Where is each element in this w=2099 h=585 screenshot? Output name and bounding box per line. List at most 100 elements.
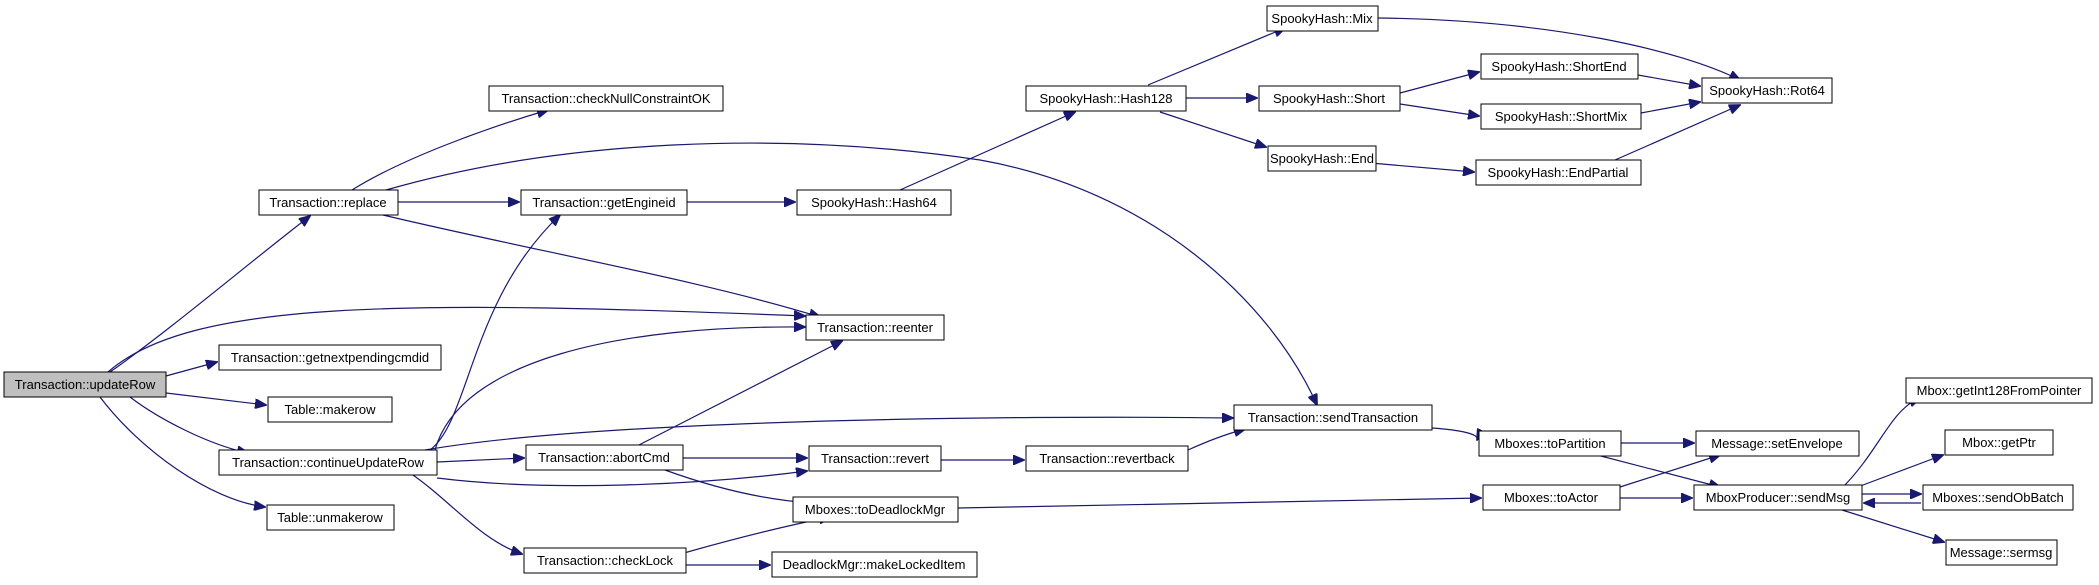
node-rot64[interactable]: SpookyHash::Rot64 <box>1701 77 1833 104</box>
edge-short-shortend <box>1399 72 1479 94</box>
svg-text:Transaction::checkNullConstrai: Transaction::checkNullConstraintOK <box>501 91 710 106</box>
node-replace[interactable]: Transaction::replace <box>258 189 399 216</box>
node-checklock[interactable]: Transaction::checkLock <box>523 547 687 574</box>
node-shortend[interactable]: SpookyHash::ShortEnd <box>1480 53 1639 80</box>
edge-sendmsg-getptr <box>1854 455 1943 489</box>
svg-text:SpookyHash::Rot64: SpookyHash::Rot64 <box>1709 83 1825 98</box>
edge-updaterow-getnextpending <box>165 362 217 377</box>
svg-text:SpookyHash::ShortEnd: SpookyHash::ShortEnd <box>1491 59 1626 74</box>
node-getnextpendingcmdid[interactable]: Transaction::getnextpendingcmdid <box>218 344 442 371</box>
node-checknullconstraintok[interactable]: Transaction::checkNullConstraintOK <box>488 85 724 112</box>
svg-text:SpookyHash::End: SpookyHash::End <box>1270 151 1374 166</box>
svg-text:Transaction::abortCmd: Transaction::abortCmd <box>538 450 670 465</box>
edge-updaterow-unmakerow <box>99 396 265 507</box>
edge-updaterow-reenter <box>107 306 805 373</box>
svg-text:Transaction::updateRow: Transaction::updateRow <box>15 377 156 392</box>
edge-continue-reenter <box>434 327 805 451</box>
edge-continue-getengineid <box>429 215 560 451</box>
node-sendobbatch[interactable]: Mboxes::sendObBatch <box>1922 484 2074 511</box>
node-getint128frompointer[interactable]: Mbox::getInt128FromPointer <box>1905 377 2093 404</box>
node-reenter[interactable]: Transaction::reenter <box>805 314 945 341</box>
edge-continue-sendtransaction <box>424 417 1233 451</box>
svg-text:SpookyHash::ShortMix: SpookyHash::ShortMix <box>1495 109 1628 124</box>
edge-continue-revert <box>436 471 807 487</box>
edge-continue-checklock <box>409 472 522 554</box>
svg-text:SpookyHash::Mix: SpookyHash::Mix <box>1271 11 1373 26</box>
edge-sendmsg-sermsg <box>1841 509 1944 542</box>
node-sendmsg[interactable]: MboxProducer::sendMsg <box>1693 484 1863 511</box>
edge-shortmix-rot64 <box>1640 102 1700 114</box>
svg-text:Table::makerow: Table::makerow <box>284 402 376 417</box>
edge-updaterow-continue <box>129 396 248 453</box>
node-revertback[interactable]: Transaction::revertback <box>1025 445 1189 472</box>
node-short[interactable]: SpookyHash::Short <box>1258 85 1401 112</box>
svg-text:Mboxes::sendObBatch: Mboxes::sendObBatch <box>1932 490 2064 505</box>
edge-hash128-mix <box>1147 28 1285 86</box>
node-setenvelope[interactable]: Message::setEnvelope <box>1695 430 1860 457</box>
node-topartition[interactable]: Mboxes::toPartition <box>1478 430 1622 457</box>
svg-text:Mboxes::toPartition: Mboxes::toPartition <box>1494 436 1605 451</box>
svg-text:SpookyHash::EndPartial: SpookyHash::EndPartial <box>1488 165 1629 180</box>
node-makelockeditem[interactable]: DeadlockMgr::makeLockedItem <box>771 551 978 578</box>
edge-abortcmd-reenter <box>634 341 842 448</box>
svg-text:Message::setEnvelope: Message::setEnvelope <box>1711 436 1843 451</box>
edge-hash128-end <box>1159 111 1266 147</box>
node-makerow[interactable]: Table::makerow <box>267 396 393 423</box>
node-mix[interactable]: SpookyHash::Mix <box>1266 5 1379 32</box>
node-end[interactable]: SpookyHash::End <box>1267 145 1377 172</box>
node-todeadlockmgr[interactable]: Mboxes::toDeadlockMgr <box>792 496 959 523</box>
edge-abortcmd-todeadlockmgr <box>664 469 810 503</box>
node-shortmix[interactable]: SpookyHash::ShortMix <box>1480 103 1642 130</box>
node-sermsg[interactable]: Message::sermsg <box>1945 539 2058 566</box>
svg-text:Transaction::reenter: Transaction::reenter <box>817 320 934 335</box>
node-toactor[interactable]: Mboxes::toActor <box>1482 484 1621 511</box>
svg-text:DeadlockMgr::makeLockedItem: DeadlockMgr::makeLockedItem <box>783 557 966 572</box>
edge-replace-checknull <box>351 110 548 191</box>
node-getptr[interactable]: Mbox::getPtr <box>1944 429 2054 456</box>
node-endpartial[interactable]: SpookyHash::EndPartial <box>1475 159 1642 186</box>
svg-text:Mboxes::toActor: Mboxes::toActor <box>1504 490 1599 505</box>
edge-revertback-sendtransaction <box>1187 429 1245 451</box>
edge-mix-rot64 <box>1377 17 1740 80</box>
svg-text:Mbox::getInt128FromPointer: Mbox::getInt128FromPointer <box>1917 383 2082 398</box>
svg-text:Transaction::continueUpdateRow: Transaction::continueUpdateRow <box>232 455 424 470</box>
node-updaterow[interactable]: Transaction::updateRow <box>3 371 167 398</box>
svg-text:SpookyHash::Hash128: SpookyHash::Hash128 <box>1040 91 1173 106</box>
svg-text:SpookyHash::Hash64: SpookyHash::Hash64 <box>811 195 937 210</box>
node-hash64[interactable]: SpookyHash::Hash64 <box>796 189 952 216</box>
edge-replace-sendtransaction <box>385 142 1317 405</box>
svg-text:Transaction::revertback: Transaction::revertback <box>1039 451 1175 466</box>
node-sendtransaction[interactable]: Transaction::sendTransaction <box>1233 404 1433 431</box>
nodes: Transaction::updateRow Transaction::repl… <box>3 5 2093 578</box>
svg-text:MboxProducer::sendMsg: MboxProducer::sendMsg <box>1706 490 1851 505</box>
node-revert[interactable]: Transaction::revert <box>808 445 942 472</box>
svg-text:Transaction::sendTransaction: Transaction::sendTransaction <box>1248 410 1418 425</box>
svg-text:Transaction::getnextpendingcmd: Transaction::getnextpendingcmdid <box>231 350 429 365</box>
svg-text:Transaction::revert: Transaction::revert <box>821 451 929 466</box>
edge-shortend-rot64 <box>1637 74 1700 86</box>
edge-updaterow-replace <box>109 216 310 373</box>
edge-updaterow-makerow <box>165 392 266 405</box>
svg-text:SpookyHash::Short: SpookyHash::Short <box>1273 91 1385 106</box>
edges <box>99 17 1944 565</box>
svg-text:Transaction::getEngineid: Transaction::getEngineid <box>532 195 675 210</box>
node-abortcmd[interactable]: Transaction::abortCmd <box>525 444 684 471</box>
svg-text:Message::sermsg: Message::sermsg <box>1950 545 2053 560</box>
edge-continue-abortcmd <box>436 458 524 462</box>
edge-hash64-hash128 <box>899 112 1075 191</box>
node-unmakerow[interactable]: Table::unmakerow <box>266 504 395 531</box>
node-continueupdaterow[interactable]: Transaction::continueUpdateRow <box>218 449 438 476</box>
edge-replace-reenter <box>382 214 820 317</box>
svg-text:Mboxes::toDeadlockMgr: Mboxes::toDeadlockMgr <box>805 502 946 517</box>
edge-toactor-setenvelope <box>1619 455 1720 488</box>
svg-text:Transaction::checkLock: Transaction::checkLock <box>537 553 674 568</box>
node-getengineid[interactable]: Transaction::getEngineid <box>520 189 688 216</box>
edge-sendtransaction-topartition <box>1431 427 1477 440</box>
svg-text:Table::unmakerow: Table::unmakerow <box>277 510 383 525</box>
edge-todeadlockmgr-toactor <box>957 498 1481 509</box>
svg-text:Mbox::getPtr: Mbox::getPtr <box>1962 435 2036 450</box>
edge-end-endpartial <box>1358 161 1474 172</box>
node-hash128[interactable]: SpookyHash::Hash128 <box>1025 85 1187 112</box>
edge-topartition-sendmsg <box>1596 454 1720 487</box>
